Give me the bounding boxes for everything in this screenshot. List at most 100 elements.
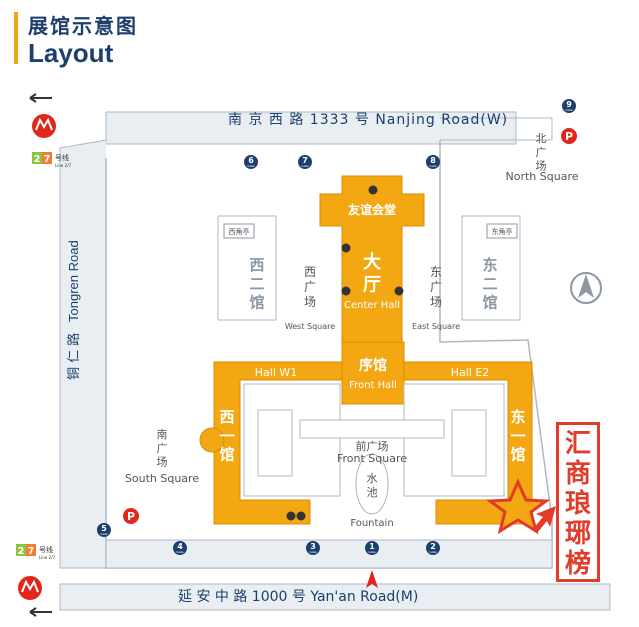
- gate-pin-icon: [562, 99, 576, 113]
- gate-number: 2: [430, 542, 436, 551]
- gate-word: Gate: [429, 164, 436, 168]
- west-road-label-en: Tongren Road: [66, 240, 81, 322]
- west-hall-2-label-cn: 西二馆: [249, 256, 264, 312]
- arrow-left-icon: [29, 607, 52, 617]
- front-hall-label-cn: 序馆: [359, 357, 387, 374]
- stair-marker-icon: [286, 511, 296, 521]
- east-hall-1-label-cn: 东一馆: [510, 408, 525, 464]
- gate-pin-icon: [298, 155, 312, 169]
- fountain-label-cn: 水池: [367, 472, 378, 499]
- metro-icon: [18, 576, 42, 600]
- metro-line-label-en-north: Line 2/7: [55, 163, 72, 168]
- pointer-arrow-icon: [532, 506, 556, 533]
- hall-e2-label: Hall E2: [451, 366, 490, 379]
- gate-number: 6: [248, 156, 254, 165]
- east-hall-2-label-cn: 东二馆: [482, 256, 497, 312]
- south-square-label-cn: 南广场: [157, 428, 168, 469]
- east-courtyard: [403, 383, 505, 497]
- metro-line-badge: 2 7 号线 Line 2/7: [32, 152, 72, 168]
- gate-pin-icon: [244, 155, 258, 169]
- center-hall-label-cn: 大厅: [363, 251, 381, 296]
- header-title-cn: 展馆示意图: [28, 14, 138, 38]
- gate-word: Gate: [100, 532, 107, 536]
- header-title-en: Layout: [28, 38, 114, 68]
- gate-number: 8: [430, 156, 436, 165]
- gate-number: 9: [566, 100, 572, 109]
- south-plaza-band: [105, 539, 553, 569]
- courtyard-ornaments: [257, 409, 487, 477]
- north-road-band: [105, 111, 517, 145]
- north-square-label-cn: 北广场: [536, 132, 547, 173]
- north-square-label-en: North Square: [506, 170, 579, 183]
- gate-pin-icon: [173, 541, 187, 555]
- parking-label-north: P: [565, 130, 573, 143]
- front-square-label-en: Front Square: [337, 452, 407, 465]
- parking-icon: P: [561, 128, 577, 144]
- gate-word: Gate: [247, 164, 254, 168]
- west-road-band: [59, 139, 107, 569]
- gate-word: Gate: [565, 108, 572, 112]
- stair-marker-icon: [296, 511, 306, 521]
- gate-word: Gate: [368, 550, 375, 554]
- gate-pin-icon: [365, 541, 379, 555]
- north-square-boundary: [440, 117, 553, 141]
- stair-marker-icon: [341, 286, 351, 296]
- south-road-band: [59, 583, 611, 611]
- gate-number: 4: [177, 542, 183, 551]
- stair-marker-icon: [368, 185, 378, 195]
- west-square-label-cn: 西广场: [304, 265, 316, 309]
- east-pavilion-box: [486, 223, 518, 239]
- stair-marker-icon: [341, 243, 351, 253]
- south-road-label: 延 安 中 路 1000 号 Yan'an Road(M): [178, 589, 418, 605]
- front-hall-label-en: Front Hall: [349, 380, 397, 391]
- south-square-label-en: South Square: [125, 472, 199, 485]
- gate-word: Gate: [309, 550, 316, 554]
- gate-pin-icon: [426, 541, 440, 555]
- gate-number: 5: [101, 524, 107, 533]
- header-accent-bar: [14, 12, 18, 64]
- gate-number: 1: [369, 542, 375, 551]
- metro-line-label-cn-north: 号线: [55, 153, 69, 162]
- metro-line-badge: 2 7 号线 Line 2/7: [16, 544, 56, 560]
- west-hall-porch: [199, 427, 225, 453]
- gate-pin-icon: [306, 541, 320, 555]
- gate-word: Gate: [301, 164, 308, 168]
- gate-pin-icon: [97, 523, 111, 537]
- metro-line-2-south: 2: [18, 546, 25, 557]
- metro-line-2-north: 2: [34, 154, 41, 165]
- metro-line-7-north: 7: [44, 154, 51, 165]
- front-square-terrace: [299, 419, 445, 439]
- west-pavilion-label: 西角亭: [229, 227, 250, 236]
- compass-icon: [570, 272, 602, 304]
- parking-icon: P: [123, 508, 139, 524]
- east-square-label-en: East Square: [412, 322, 460, 331]
- arrow-left-icon: [29, 93, 52, 103]
- metro-line-label-en-south: Line 2/7: [39, 555, 56, 560]
- gate-word: Gate: [429, 550, 436, 554]
- front-square-label-cn: 前广场: [356, 439, 389, 453]
- fountain-pool: [355, 453, 389, 515]
- west-hall-1-block: [213, 361, 343, 525]
- center-hall-label-en: Center Hall: [344, 300, 400, 311]
- parking-label-south: P: [127, 510, 135, 523]
- gate-number: 3: [310, 542, 316, 551]
- metro-line-label-cn-south: 号线: [39, 545, 53, 554]
- gate-pin-icon: [426, 155, 440, 169]
- highlight-star-icon: [485, 478, 551, 535]
- west-hall-1-label-cn: 西一馆: [219, 408, 234, 464]
- hall-w1-label: Hall W1: [255, 366, 298, 379]
- fountain-label-en: Fountain: [350, 518, 393, 529]
- highlight-callout: 汇商琅琊榜: [556, 422, 600, 582]
- metro-icon: [32, 114, 56, 138]
- west-pavilion-box: [223, 223, 255, 239]
- west-square-label-en: West Square: [285, 322, 335, 331]
